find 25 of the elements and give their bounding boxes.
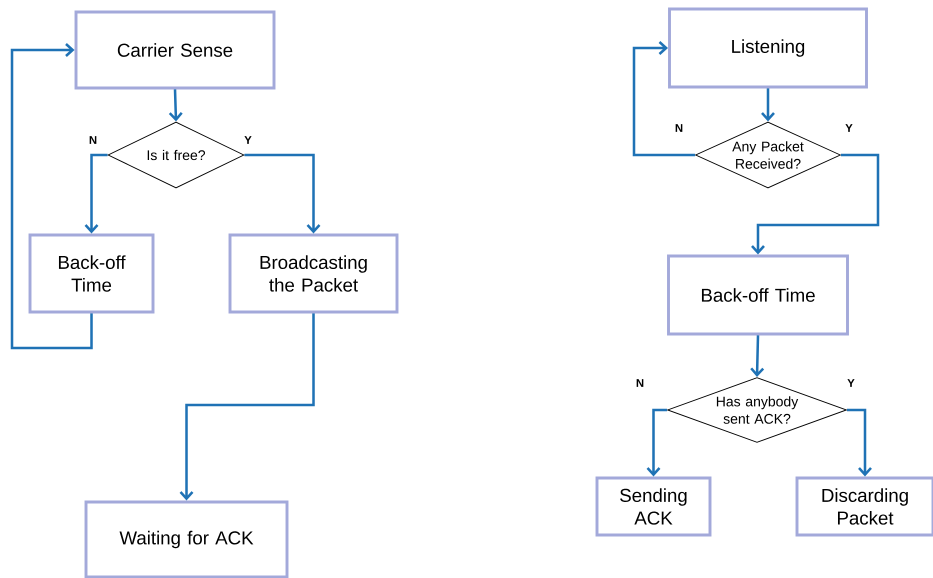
- arrow: [84, 154, 108, 234]
- arrow: [180, 313, 315, 501]
- arrow: [10, 43, 93, 350]
- process-box: Back-off Time: [667, 254, 849, 336]
- process-box: Discarding Packet: [796, 476, 933, 536]
- edge-label: Y: [847, 379, 855, 387]
- process-box: Sending ACK: [596, 476, 712, 536]
- arrow: [761, 88, 775, 122]
- arrow: [168, 89, 183, 122]
- arrow: [646, 408, 668, 477]
- edge-label: N: [636, 379, 644, 387]
- edge-label: Y: [845, 124, 853, 132]
- arrow: [846, 408, 872, 477]
- arrow: [750, 335, 764, 378]
- process-box: Waiting for ACK: [84, 500, 288, 578]
- process-box: Broadcasting the Packet: [228, 234, 398, 314]
- edge-label: N: [676, 124, 682, 132]
- arrow: [632, 41, 696, 156]
- edge-label: N: [90, 136, 96, 144]
- process-box: Back-off Time: [28, 234, 154, 314]
- arrow: [751, 154, 880, 255]
- process-box: Listening: [668, 8, 868, 88]
- process-box: Carrier Sense: [74, 10, 276, 90]
- edge-label: Y: [244, 136, 252, 144]
- arrow: [244, 154, 320, 234]
